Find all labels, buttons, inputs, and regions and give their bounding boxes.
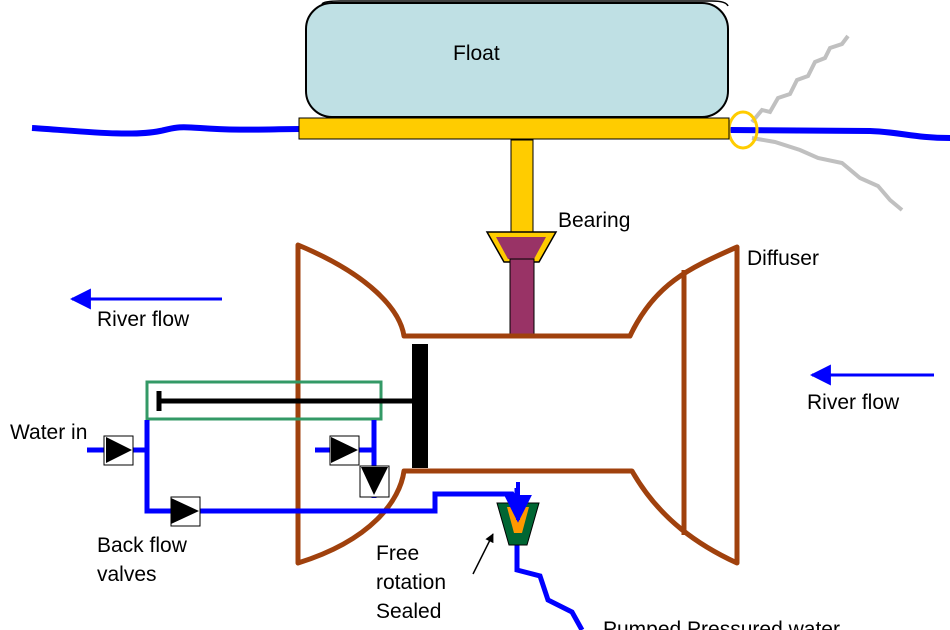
- check-valve-down: [359, 465, 390, 498]
- mooring-rope-lower: [751, 136, 904, 212]
- float-platform: [298, 117, 730, 140]
- turbine-housing: [295, 242, 740, 566]
- check-valve-upper: [329, 435, 360, 466]
- pumped-water-label: Pumped Pressured water: [603, 618, 840, 630]
- free-rotation-label-line2: rotation: [376, 571, 446, 594]
- support-post: [510, 139, 534, 235]
- float: [305, 2, 729, 118]
- river-surface-left: [31, 124, 301, 137]
- river-surface-right: [729, 127, 950, 141]
- bearing-shaft: [509, 258, 535, 338]
- back-flow-label-line2: valves: [97, 563, 157, 586]
- float-top-line: [321, 0, 729, 7]
- bearing-inner: [496, 237, 546, 259]
- bearing-label: Bearing: [558, 209, 630, 232]
- back-flow-label-line1: Back flow: [97, 534, 188, 557]
- float-label: Float: [453, 42, 500, 65]
- diffuser-label: Diffuser: [747, 247, 819, 270]
- mooring-rope: [750, 34, 850, 124]
- free-rotation-pointer: [472, 533, 494, 575]
- river-flow-label-left: River flow: [97, 308, 190, 331]
- free-rotation-label-line1: Free: [376, 542, 419, 565]
- river-flow-label-right: River flow: [807, 391, 900, 414]
- check-valve-inlet: [103, 435, 134, 466]
- rotor-shaft: [412, 344, 428, 468]
- water-in-label: Water in: [10, 421, 87, 444]
- check-valve-lower: [170, 496, 201, 527]
- free-rotation-label-line3: Sealed: [376, 600, 441, 623]
